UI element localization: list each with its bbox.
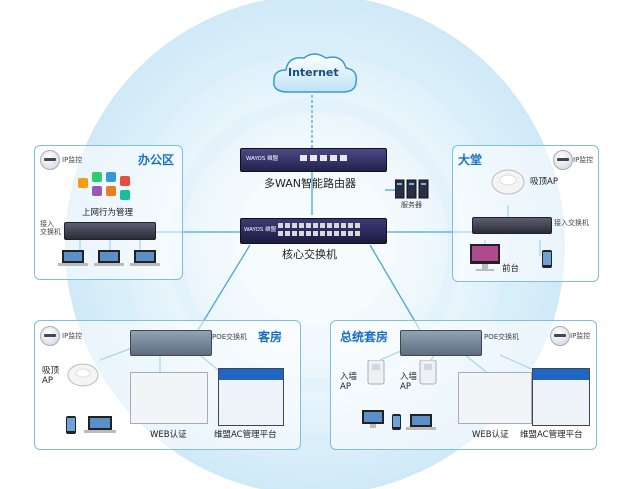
suite-poe-label: POE交换机 xyxy=(484,333,520,341)
suite-wall-ap-label-1: 入墙 AP xyxy=(340,372,358,392)
ip-monitor-icon xyxy=(40,150,60,170)
guestroom-ip-monitor-icon xyxy=(40,326,60,346)
suite-ip-monitor-icon xyxy=(550,326,570,346)
guestroom-title: 客房 xyxy=(258,330,283,344)
guestroom-ac-label: 维盟AC管理平台 xyxy=(214,430,277,440)
server-icon xyxy=(395,179,429,199)
behavior-mgmt-label: 上网行为管理 xyxy=(82,208,134,218)
server-label: 服务器 xyxy=(401,201,422,209)
lobby-ceiling-ap-label: 吸顶AP xyxy=(530,177,558,187)
ceiling-ap-icon xyxy=(491,169,525,195)
guestroom-poe-label: POE交换机 xyxy=(212,333,248,341)
lobby-switch-label: 接入交换机 xyxy=(554,219,589,227)
suite-ac-label: 维盟AC管理平台 xyxy=(520,430,583,440)
suite-client-devices xyxy=(362,410,436,430)
lobby-title: 大堂 xyxy=(458,153,483,167)
suite-wall-ap-label-2: 入墙 AP xyxy=(400,372,418,392)
suite-title: 总统套房 xyxy=(340,330,389,344)
guestroom-ac-screen xyxy=(218,368,284,426)
core-switch-label: 核心交换机 xyxy=(282,248,337,261)
guestroom-ip-monitor-label: IP监控 xyxy=(62,332,83,340)
core-switch-brand: WAYOS 维盟 xyxy=(244,227,277,233)
internet-label: Internet xyxy=(288,66,339,79)
internet-cloud-icon xyxy=(273,53,358,93)
office-panel xyxy=(34,145,183,280)
laptop-icons xyxy=(58,250,160,266)
guestroom-poe-switch xyxy=(130,330,212,356)
guestroom-client-devices xyxy=(66,416,116,434)
app-icons xyxy=(78,172,130,200)
guestroom-ceiling-ap-label: 吸顶 AP xyxy=(42,366,60,386)
suite-ip-monitor-label: IP监控 xyxy=(570,332,591,340)
lobby-ip-monitor-label: IP监控 xyxy=(573,156,594,164)
suite-web-label: WEB认证 xyxy=(472,430,509,440)
wall-ap-icons xyxy=(367,360,437,385)
office-ip-monitor-label: IP监控 xyxy=(62,156,83,164)
suite-poe-switch xyxy=(400,330,482,356)
router-brand: WAYOS 维盟 xyxy=(246,156,279,162)
lobby-access-switch xyxy=(472,217,552,234)
guestroom-web-auth-screen xyxy=(130,372,208,424)
router-label: 多WAN智能路由器 xyxy=(264,177,357,190)
front-desk-label: 前台 xyxy=(502,264,520,274)
office-access-switch xyxy=(64,222,156,240)
guestroom-ceiling-ap-icon xyxy=(67,363,99,387)
router-ports-icon xyxy=(300,155,347,161)
office-title: 办公区 xyxy=(138,153,175,167)
suite-ac-screen xyxy=(532,368,590,426)
core-switch-ports-icon xyxy=(278,223,360,236)
lobby-ip-monitor-icon xyxy=(553,150,573,170)
guestroom-web-label: WEB认证 xyxy=(150,430,187,440)
office-switch-label: 接入 交换机 xyxy=(40,220,61,236)
suite-web-auth-screen xyxy=(458,372,532,424)
front-desk-devices xyxy=(470,244,552,271)
